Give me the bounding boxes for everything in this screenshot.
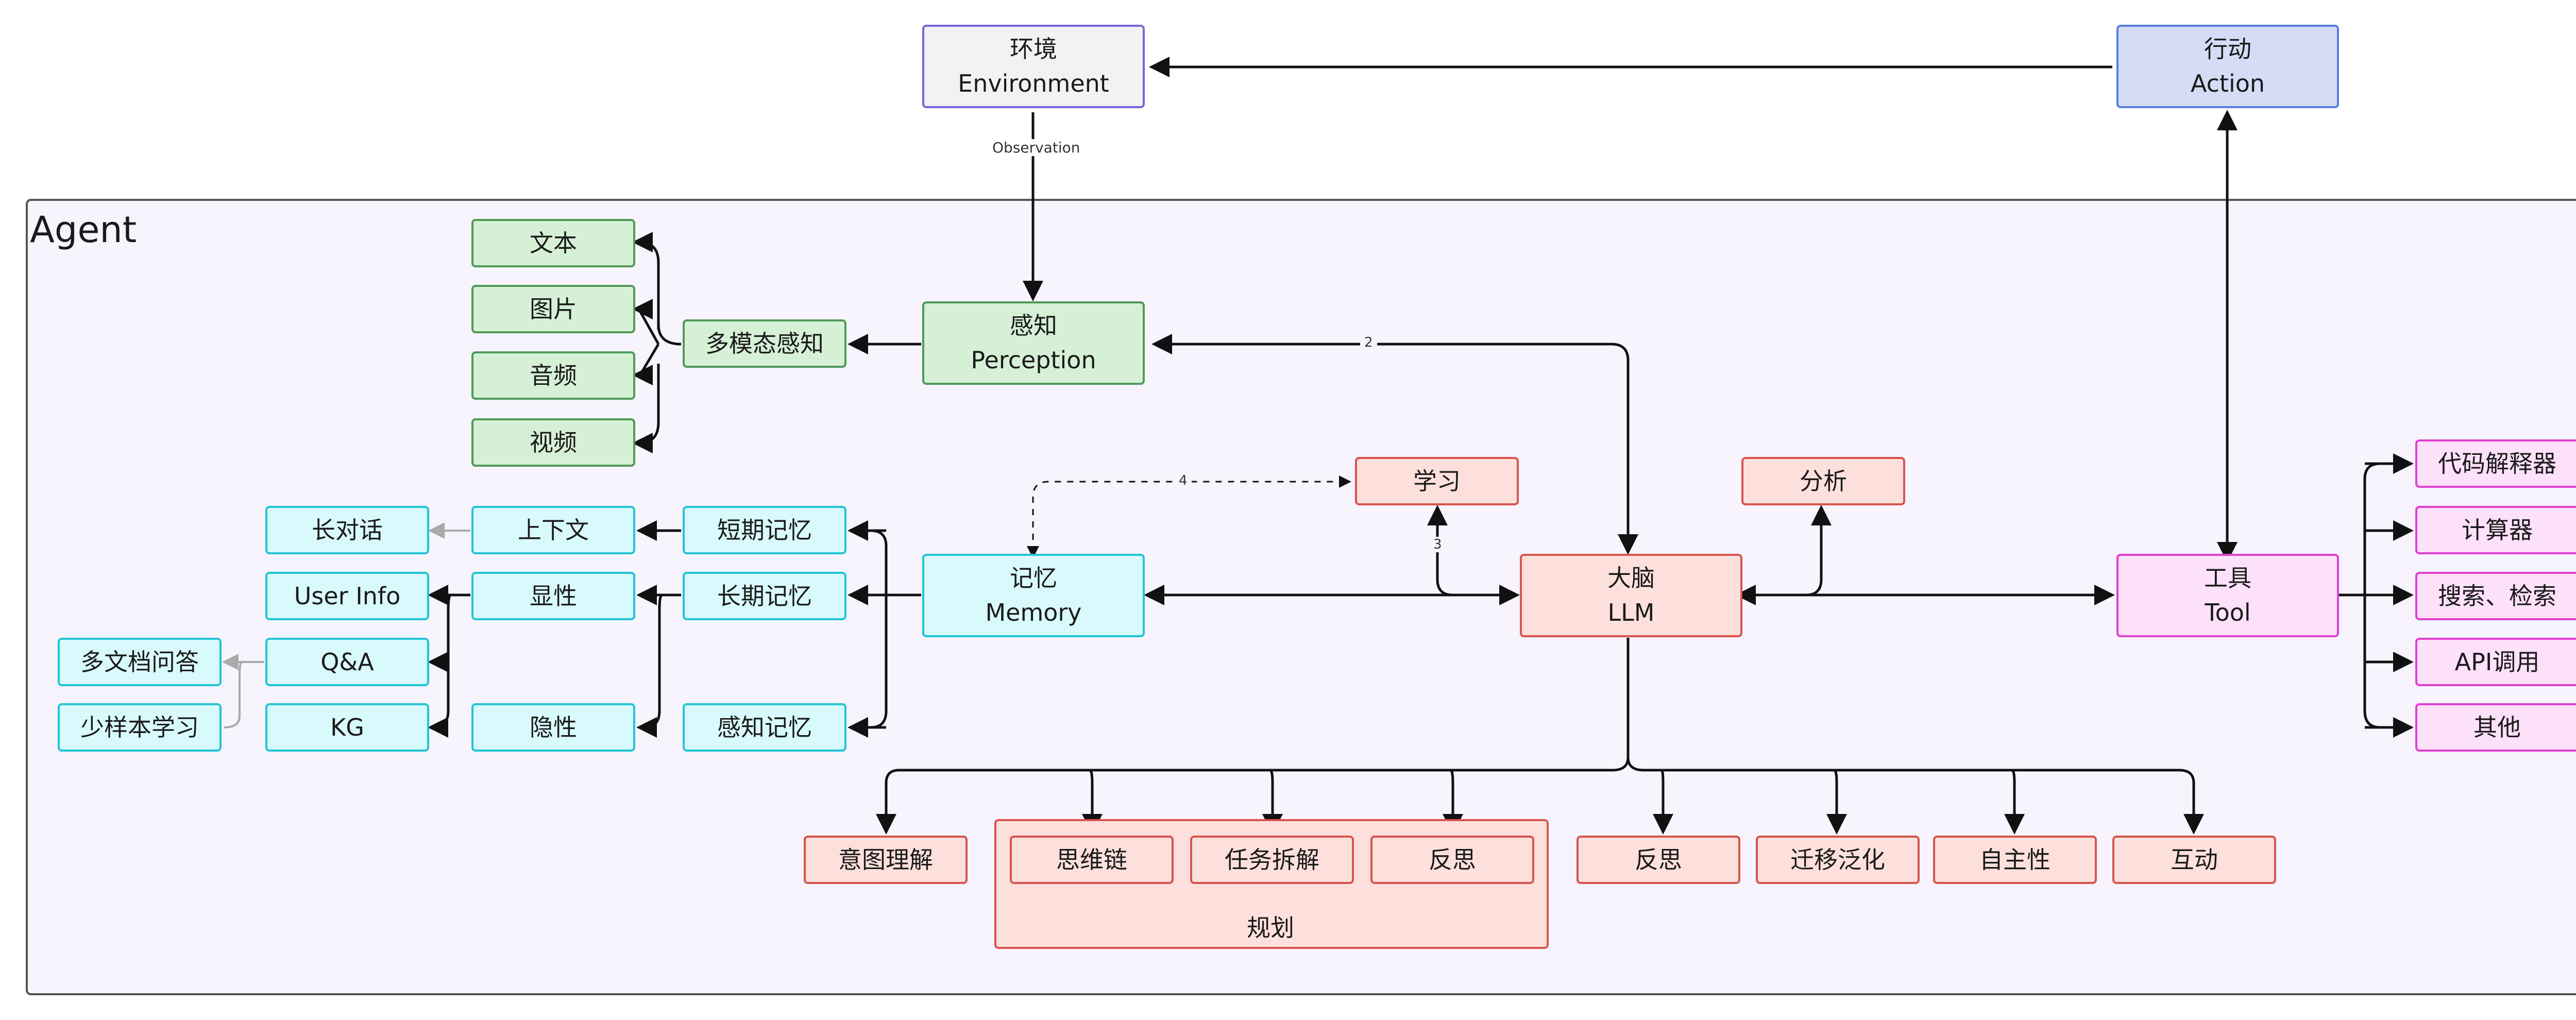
- task-decomp-node[interactable]: 任务拆解: [1190, 836, 1354, 884]
- edge-memory-learning: [1027, 475, 1351, 558]
- interaction-node[interactable]: 互动: [2112, 836, 2276, 884]
- environment-cn: 环境: [1010, 35, 1057, 63]
- other-tools-node[interactable]: 其他: [2415, 703, 2576, 752]
- reflection-node[interactable]: 反思: [1577, 836, 1740, 884]
- plan-reflection-node[interactable]: 反思: [1370, 836, 1534, 884]
- environment-node[interactable]: 环境 Environment: [922, 25, 1145, 108]
- tool-en: Tool: [2205, 599, 2251, 626]
- autonomy-node[interactable]: 自主性: [1933, 836, 2097, 884]
- analysis-node[interactable]: 分析: [1741, 457, 1905, 505]
- api-call-node[interactable]: API调用: [2415, 638, 2576, 686]
- edge-number-4: 4: [1175, 473, 1192, 488]
- tool-cn: 工具: [2204, 564, 2251, 592]
- audio-node[interactable]: 音频: [471, 351, 635, 400]
- sensory-memory-node[interactable]: 感知记忆: [683, 703, 846, 752]
- edge-llm-perception: [1151, 334, 1630, 551]
- long-term-memory-node[interactable]: 长期记忆: [683, 572, 846, 620]
- explicit-node[interactable]: 显性: [471, 572, 635, 620]
- perception-node[interactable]: 感知 Perception: [922, 301, 1145, 385]
- agent-title: Agent: [30, 209, 137, 251]
- kg-node[interactable]: KG: [265, 703, 429, 752]
- environment-en: Environment: [958, 70, 1109, 97]
- code-interpreter-node[interactable]: 代码解释器: [2415, 439, 2576, 488]
- edge-multimodal-items: [637, 241, 682, 445]
- transfer-node[interactable]: 迁移泛化: [1756, 836, 1920, 884]
- few-shot-node[interactable]: 少样本学习: [58, 703, 222, 752]
- implicit-node[interactable]: 隐性: [471, 703, 635, 752]
- multimodal-node[interactable]: 多模态感知: [683, 319, 846, 368]
- llm-node[interactable]: 大脑 LLM: [1520, 554, 1742, 637]
- multi-doc-qa-node[interactable]: 多文档问答: [58, 638, 222, 686]
- perception-cn: 感知: [1010, 312, 1057, 340]
- tool-node[interactable]: 工具 Tool: [2116, 554, 2339, 637]
- planning-label: 规划: [1247, 914, 1294, 942]
- llm-en: LLM: [1607, 599, 1655, 626]
- memory-node[interactable]: 记忆 Memory: [922, 554, 1145, 637]
- qa-node[interactable]: Q&A: [265, 638, 429, 686]
- learning-node[interactable]: 学习: [1355, 457, 1519, 505]
- edge-llm-analysis: [1745, 505, 1832, 597]
- cot-node[interactable]: 思维链: [1010, 836, 1174, 884]
- action-node[interactable]: 行动 Action: [2116, 25, 2339, 108]
- llm-cn: 大脑: [1607, 564, 1655, 592]
- observation-label: Observation: [988, 139, 1084, 156]
- video-node[interactable]: 视频: [471, 418, 635, 467]
- text-node[interactable]: 文本: [471, 219, 635, 267]
- action-en: Action: [2190, 70, 2265, 97]
- calculator-node[interactable]: 计算器: [2415, 506, 2576, 554]
- edge-number-3: 3: [1429, 537, 1446, 552]
- action-cn: 行动: [2204, 35, 2251, 63]
- short-term-memory-node[interactable]: 短期记忆: [683, 506, 846, 554]
- perception-en: Perception: [971, 346, 1096, 374]
- user-info-node[interactable]: User Info: [265, 572, 429, 620]
- memory-cn: 记忆: [1010, 564, 1057, 592]
- memory-en: Memory: [985, 599, 1082, 626]
- search-retrieval-node[interactable]: 搜索、检索: [2415, 572, 2576, 620]
- long-dialog-node[interactable]: 长对话: [265, 506, 429, 554]
- context-node[interactable]: 上下文: [471, 506, 635, 554]
- edge-number-2: 2: [1360, 335, 1377, 350]
- edge-llm-learning: [1427, 505, 1517, 597]
- image-node[interactable]: 图片: [471, 285, 635, 333]
- intent-node[interactable]: 意图理解: [804, 836, 968, 884]
